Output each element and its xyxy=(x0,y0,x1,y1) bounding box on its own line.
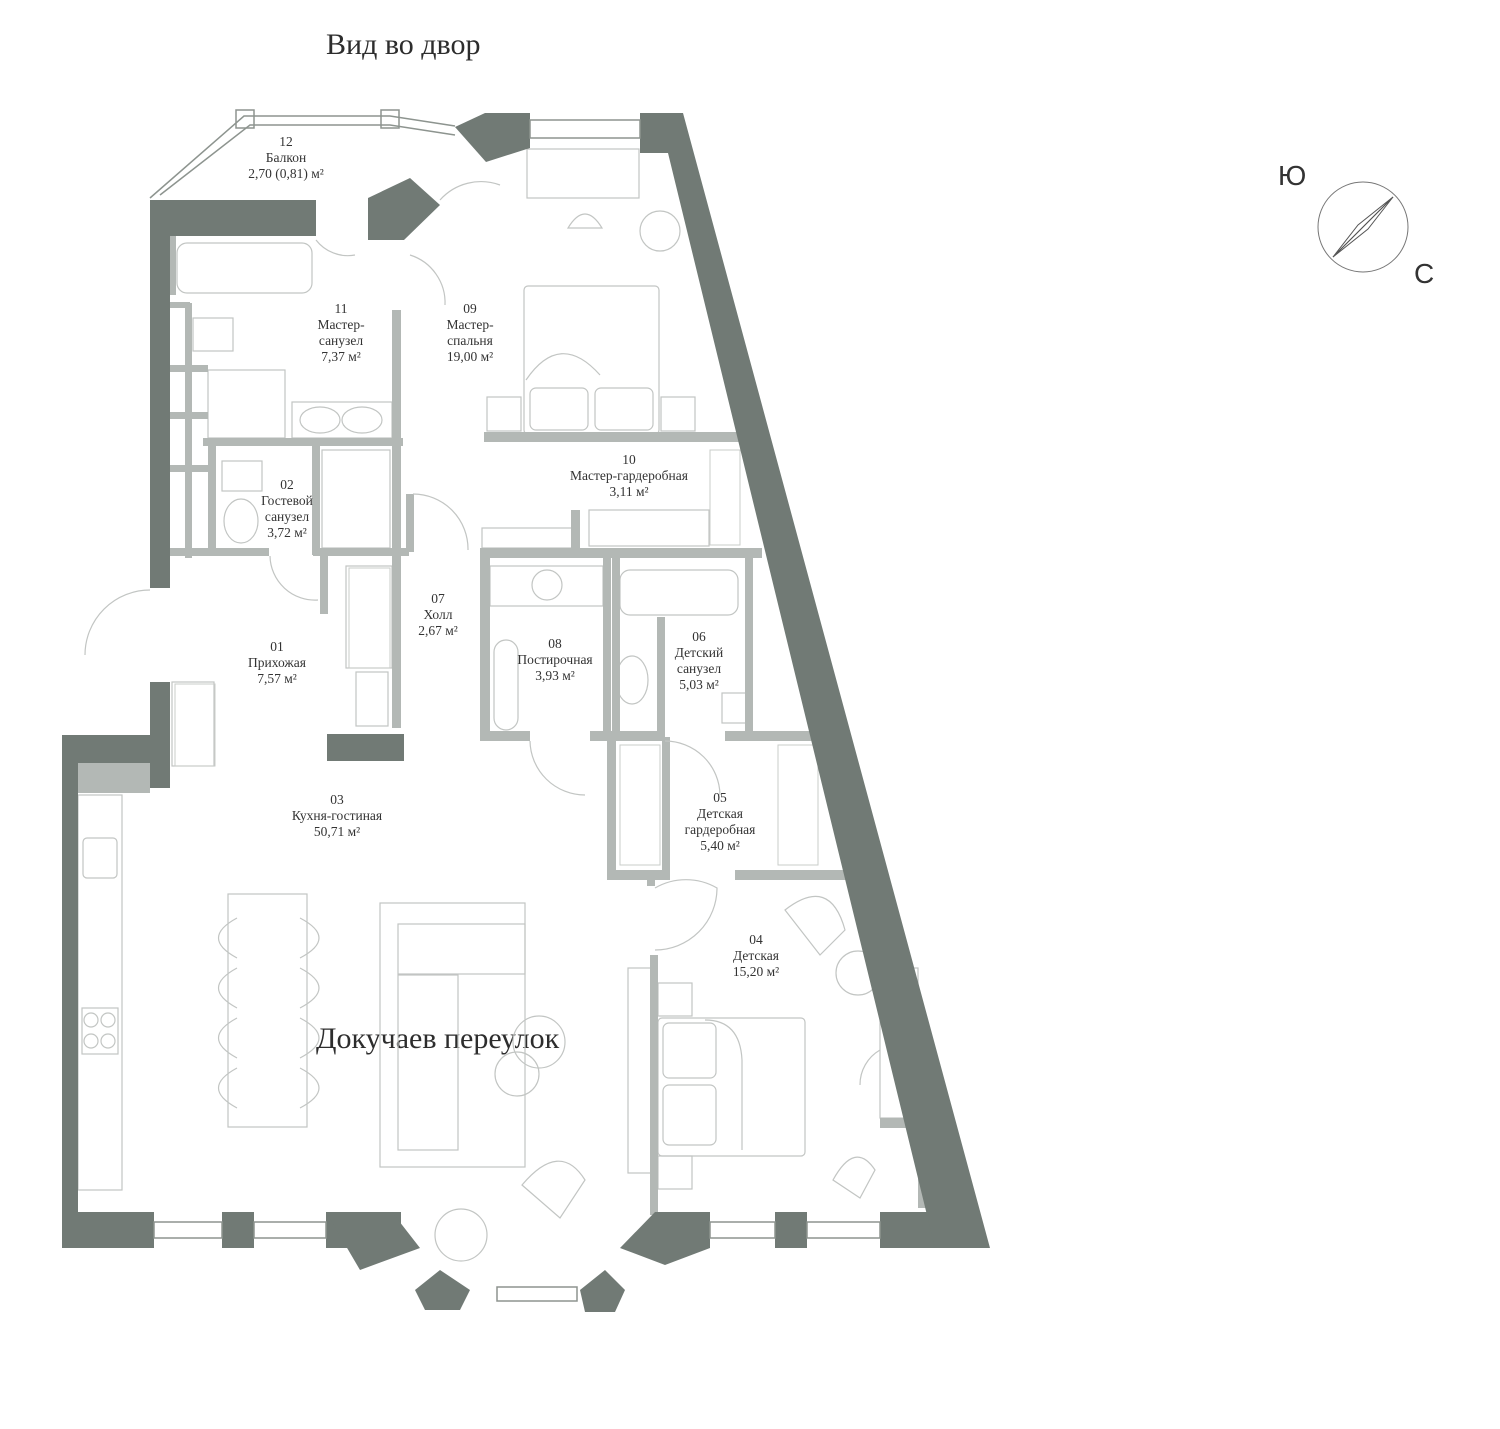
inner-walls xyxy=(78,235,928,1215)
wardrobe-strips xyxy=(174,449,819,866)
header-courtyard-view: Вид во двор xyxy=(326,28,481,61)
header-street-name: Докучаев переулок xyxy=(316,1022,560,1055)
compass-south-label: Ю xyxy=(1278,160,1307,191)
doors xyxy=(84,181,881,1086)
outer-walls xyxy=(62,113,990,1312)
compass-icon xyxy=(1317,181,1409,273)
compass-north-label: С xyxy=(1414,258,1435,289)
windows xyxy=(149,109,881,1302)
